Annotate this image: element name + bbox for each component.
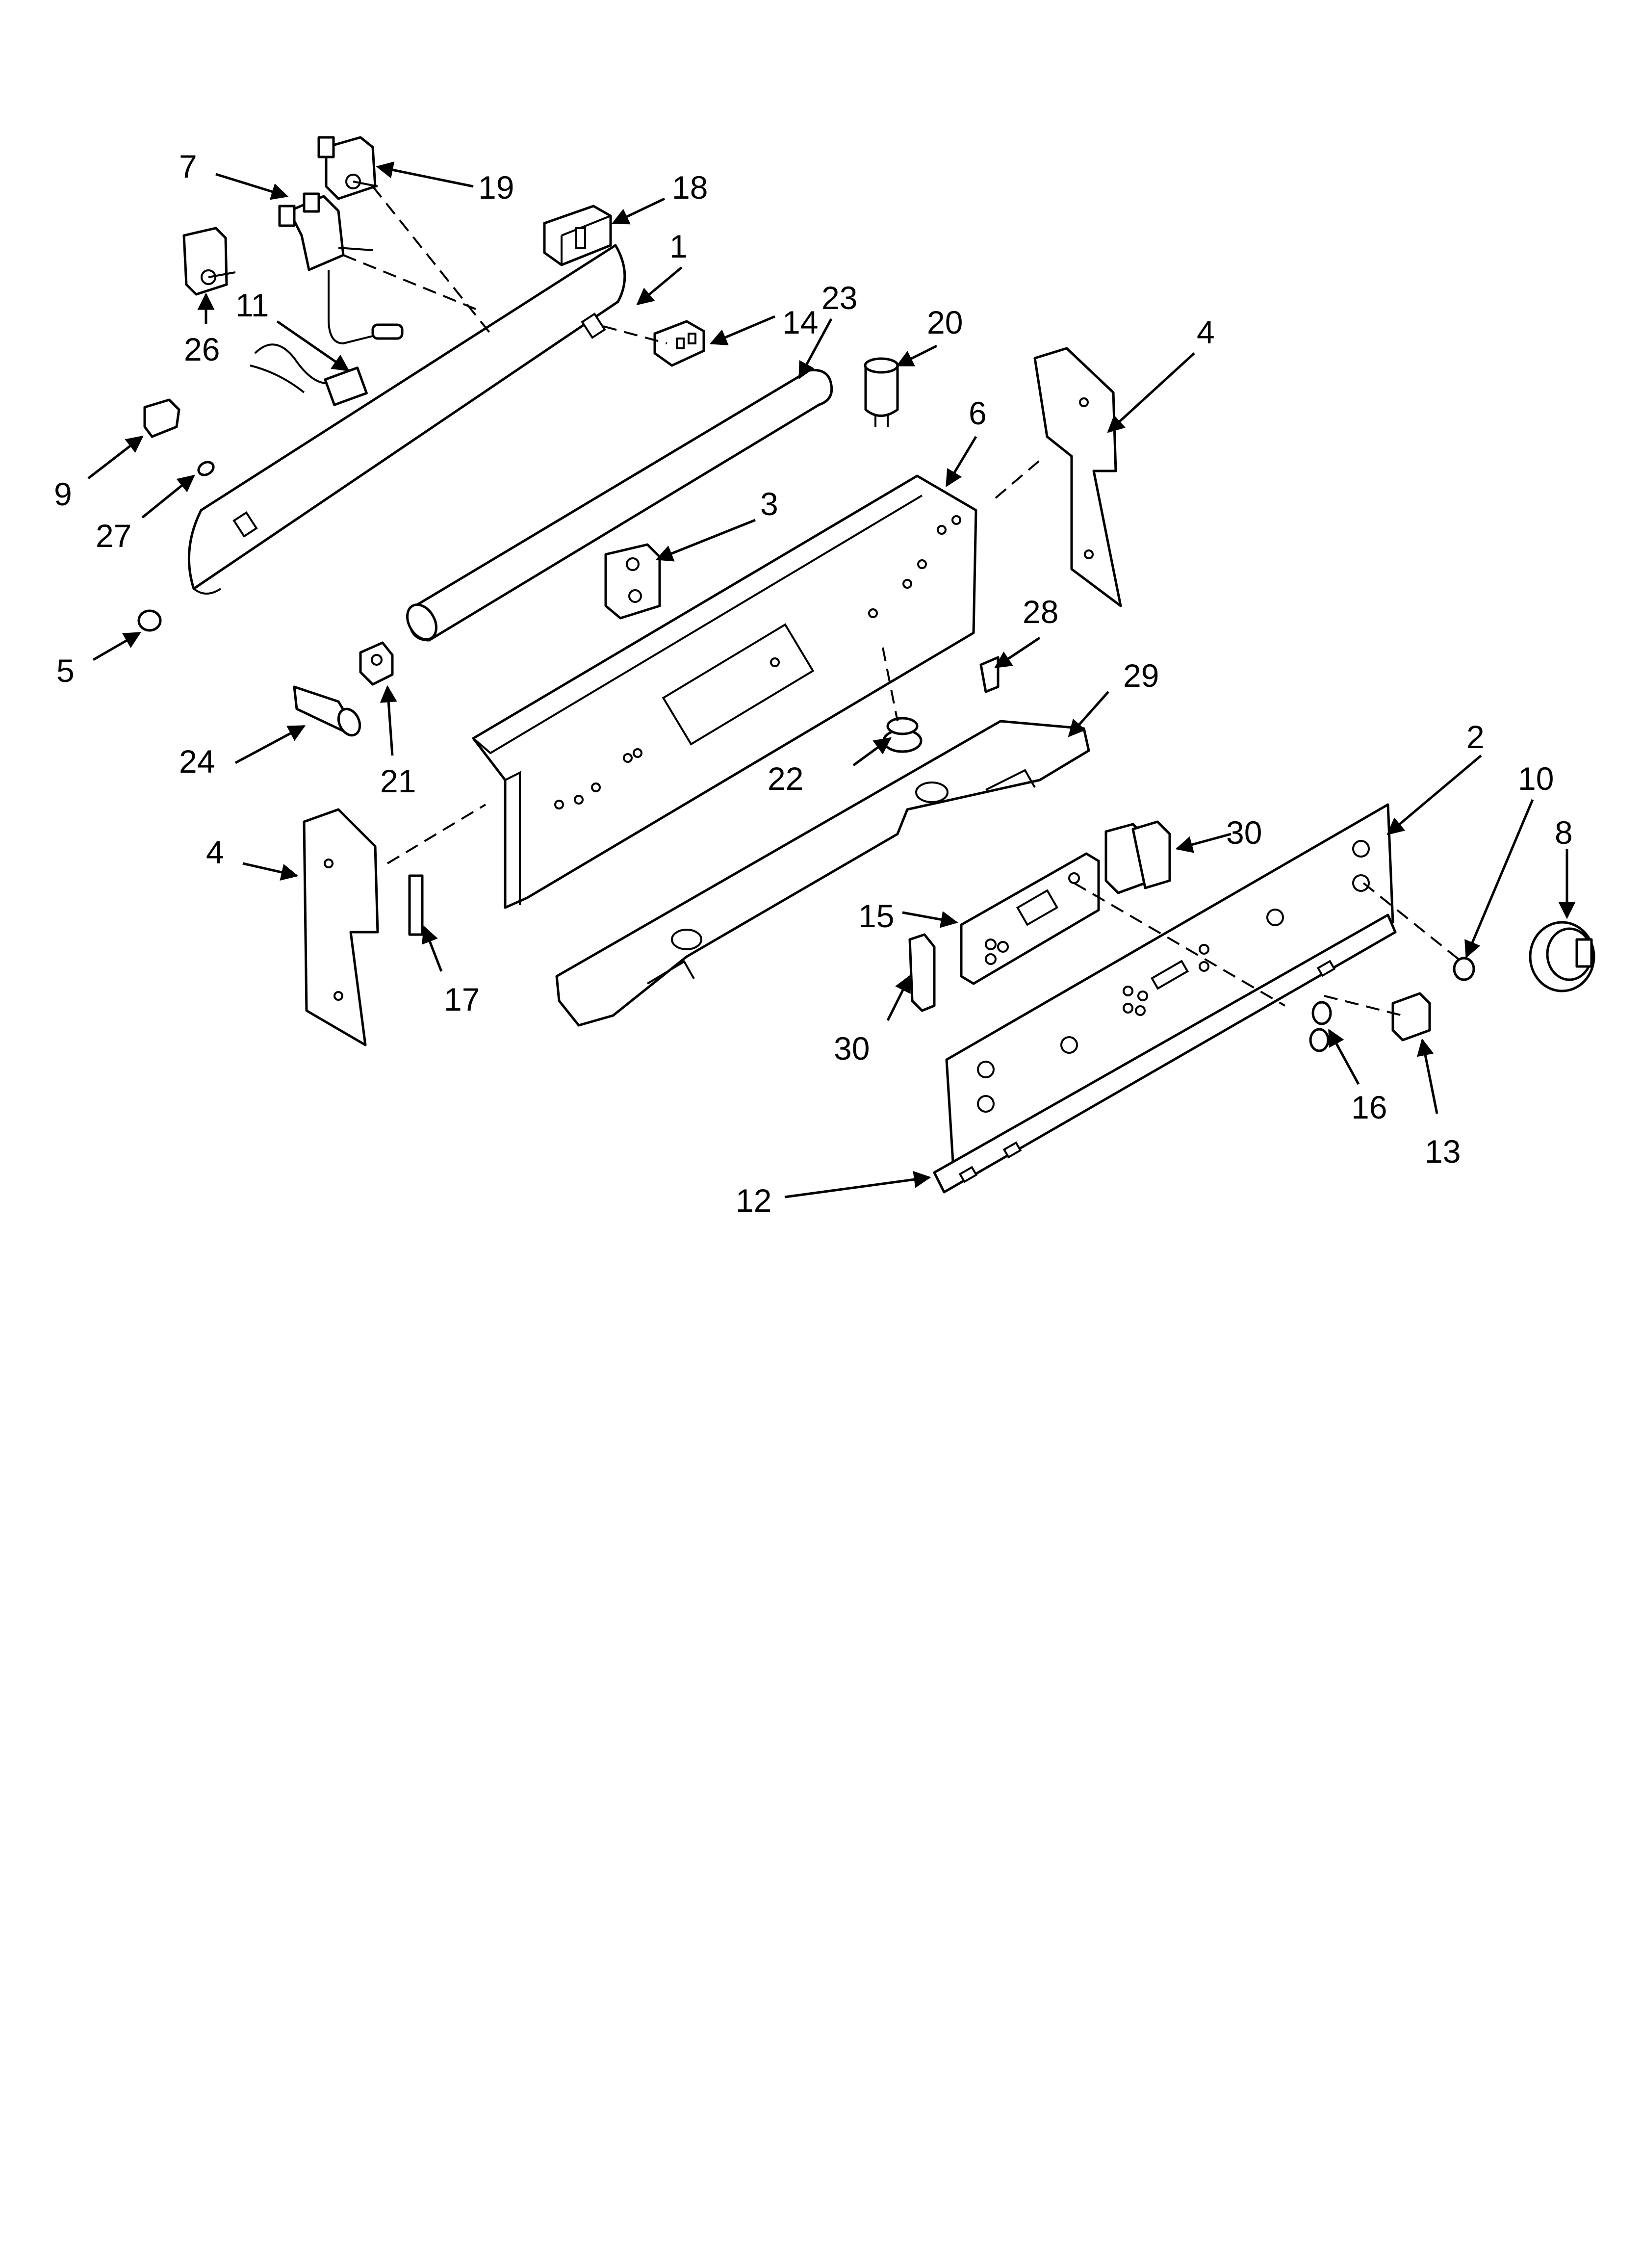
part-2-control-panel (945, 803, 1394, 1179)
part-10-knob-insert (1453, 957, 1475, 981)
part-16-buttons (1309, 1001, 1332, 1052)
part-30-bracket-upper (1104, 820, 1171, 894)
part-12-trim-strip (933, 913, 1397, 1194)
part-9-clip (143, 398, 180, 438)
callout-3: 3 (760, 486, 778, 522)
callout-18: 18 (672, 169, 708, 206)
part-3-starter (604, 543, 661, 620)
part-15-control-board (960, 852, 1100, 985)
part-13-switch (1391, 992, 1431, 1042)
part-19-switch (317, 136, 378, 200)
part-21-bracket (359, 641, 394, 686)
callout-20: 20 (927, 304, 963, 340)
part-24-lamp-holder (293, 685, 361, 737)
part-14-receptacle (653, 320, 705, 367)
callout-27: 27 (96, 518, 131, 554)
part-30-bracket-lower (908, 933, 936, 1012)
callout-30: 30 (1226, 814, 1262, 851)
callout-1: 1 (669, 228, 688, 264)
part-17-strip (408, 874, 424, 936)
part-1-console-cover (187, 244, 626, 595)
callout-28: 28 (1023, 594, 1058, 630)
callout-13: 13 (1425, 1133, 1461, 1170)
callout-7: 7 (179, 148, 197, 184)
callout-19: 19 (478, 169, 514, 206)
part-26-switch (182, 227, 236, 296)
callout-labels: 7 19 18 1 14 23 20 4 6 3 28 29 22 2 10 8… (54, 148, 1573, 1219)
callout-11: 11 (235, 287, 269, 323)
callout-12: 12 (736, 1182, 771, 1219)
callout-15: 15 (858, 898, 894, 934)
part-28-clip (979, 656, 1000, 693)
part-7-switch (278, 192, 404, 345)
callout-24: 24 (179, 743, 215, 780)
part-27-washer (197, 461, 215, 476)
part-20-capacitor (864, 357, 899, 427)
callout-10: 10 (1518, 760, 1554, 797)
part-5-knob-cap (137, 609, 162, 632)
callout-21: 21 (380, 763, 416, 799)
part-6-control-panel-frame (472, 474, 977, 909)
callout-5: 5 (56, 652, 75, 689)
callout-2: 2 (1466, 719, 1485, 755)
callout-9: 9 (54, 476, 72, 512)
callout-23: 23 (821, 280, 857, 316)
part-18-relay (543, 205, 612, 266)
callout-17: 17 (444, 981, 480, 1017)
callout-16: 16 (1351, 1089, 1387, 1125)
part-4-end-cap-left (303, 808, 379, 1046)
part-4-end-cap-right (1033, 347, 1122, 607)
assembly-lines (343, 185, 1462, 1017)
callout-4: 4 (206, 834, 224, 870)
part-23-fluorescent-tube (406, 368, 833, 642)
callout-8: 8 (1555, 814, 1573, 851)
callout-30: 30 (834, 1030, 870, 1067)
callout-6: 6 (969, 395, 987, 431)
callout-leaders (87, 161, 1576, 1199)
callout-22: 22 (768, 760, 803, 797)
callout-29: 29 (1123, 657, 1159, 694)
callout-4: 4 (1197, 314, 1215, 350)
callout-14: 14 (782, 304, 818, 340)
part-11-wire-harness (250, 343, 368, 406)
part-8-knob (1529, 921, 1595, 992)
part-22-grommet (882, 717, 923, 753)
callout-26: 26 (184, 331, 220, 367)
